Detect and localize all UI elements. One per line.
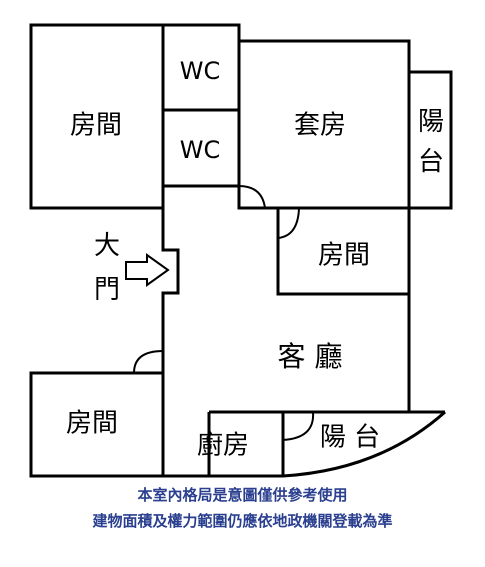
balcony-right-label-char: 陽: [418, 107, 444, 137]
bedroom-bottom-left-walls: [29, 371, 165, 478]
living-room-label: 客 廳: [278, 340, 343, 373]
balcony-right-walls: [407, 70, 453, 210]
entrance-label-char: 門: [94, 275, 120, 305]
kitchen-label: 廚房: [197, 431, 249, 461]
bedroom-middle-label: 房間: [318, 241, 370, 271]
bedroom-bottom-left-label: 房間: [66, 409, 118, 439]
entrance-label: 大門: [94, 231, 120, 305]
corridor-left-wall: [161, 186, 180, 476]
bedroom-top-left-label: 房間: [70, 111, 122, 141]
entrance-arrow-icon: [125, 253, 170, 287]
door-swing-middle-bedroom: [277, 207, 300, 239]
wc-lower-label: WC: [180, 136, 221, 164]
balcony-bottom-curve: [282, 410, 446, 478]
disclaimer-line-2: 建物面積及權力範圍仍應依地政機關登載為準: [92, 512, 393, 530]
balcony-right-label-char: 台: [418, 147, 444, 177]
door-swing-bottom-bedroom: [133, 350, 164, 374]
wc-upper-label: WC: [180, 57, 221, 85]
master-suite-label: 套房: [294, 111, 346, 141]
door-swing-suite: [238, 185, 266, 209]
disclaimer-line-1: 本室內格局是意圖僅供參考使用: [137, 486, 348, 504]
bedroom-middle-walls: [276, 206, 411, 296]
balcony-bottom-label: 陽 台: [320, 423, 380, 453]
entrance-label-char: 大: [94, 231, 120, 261]
balcony-right-label: 陽台: [418, 107, 444, 177]
door-swing-balcony: [282, 411, 315, 441]
